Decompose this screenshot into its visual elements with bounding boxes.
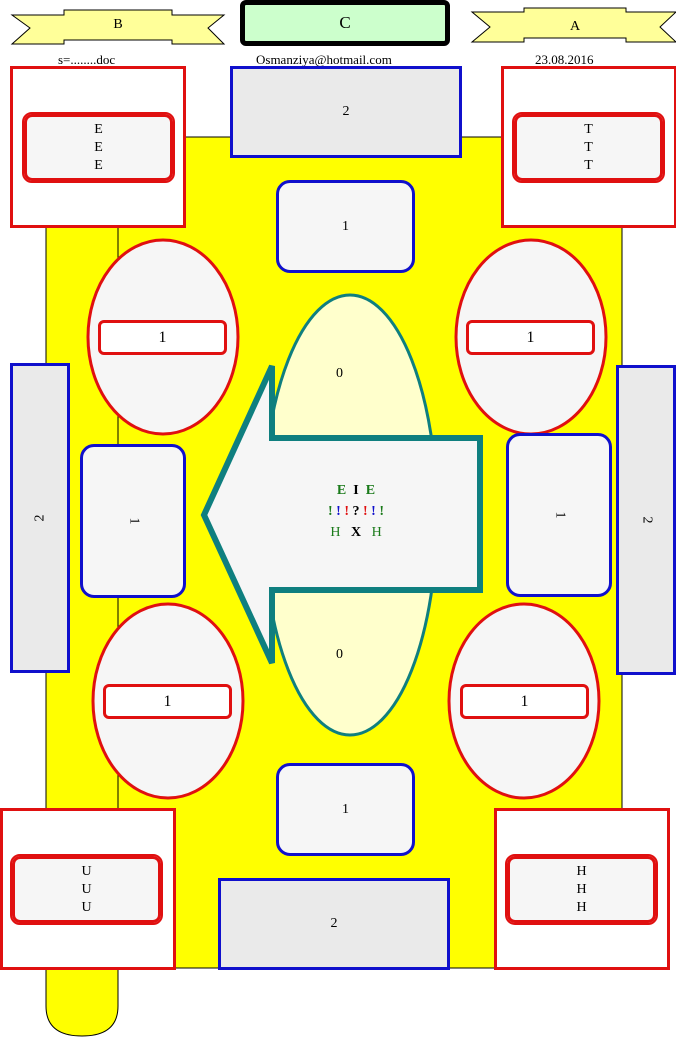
- oval-bottom-right: 1: [460, 684, 589, 719]
- oval-top-left-label: 1: [158, 328, 167, 346]
- seat-right: 1: [506, 433, 612, 597]
- corner-bottom-left-line: U: [81, 881, 92, 897]
- arrow-text: E I E ! ! ! ? ! ! ! H X H: [300, 480, 412, 543]
- corner-top-right-line: T: [584, 139, 593, 155]
- arrow-char: !: [363, 504, 368, 519]
- corner-top-right-line: T: [584, 157, 593, 173]
- arrow-char: !: [336, 504, 341, 519]
- oval-bottom-left: 1: [103, 684, 232, 719]
- arrow-char: !: [344, 504, 349, 519]
- arrow-char: H: [371, 525, 382, 540]
- table-left: 2: [10, 363, 70, 673]
- seat-top: 1: [276, 180, 415, 273]
- arrow-char: !: [379, 504, 385, 519]
- center-title-box: C: [240, 0, 450, 46]
- right-banner-shape: [470, 7, 676, 43]
- arrow-row-2: ! ! ! ? ! ! !: [300, 501, 412, 522]
- corner-top-left-line: E: [94, 121, 103, 137]
- table-bottom: 2: [218, 878, 450, 970]
- arrow-char: !: [371, 504, 376, 519]
- table-left-label: 2: [32, 514, 47, 522]
- arrow-char: H: [330, 525, 341, 540]
- arrow-char: X: [350, 525, 362, 540]
- oval-top-right: 1: [466, 320, 595, 355]
- table-top: 2: [230, 66, 462, 158]
- table-top-label: 2: [342, 104, 350, 119]
- table-bottom-label: 2: [330, 916, 338, 931]
- table-right-label: 2: [639, 516, 654, 524]
- corner-top-left-label: E E E: [22, 112, 175, 183]
- corner-bottom-left-line: U: [81, 899, 92, 915]
- email-text: Osmanziya@hotmail.com: [256, 52, 392, 67]
- corner-bottom-right-label: H H H: [505, 854, 658, 925]
- center-title: C: [339, 13, 351, 32]
- arrow-row-3: H X H: [300, 522, 412, 543]
- date-text: 23.08.2016: [535, 52, 594, 67]
- right-banner: A: [524, 12, 626, 42]
- filename-text: s=........doc: [58, 52, 116, 67]
- seat-bottom-label: 1: [342, 801, 349, 817]
- left-banner-label: B: [113, 17, 123, 32]
- arrow-row-1: E I E: [300, 480, 412, 501]
- oval-top-left: 1: [98, 320, 227, 355]
- corner-bottom-right-line: H: [576, 863, 587, 879]
- arrow-char: E: [336, 483, 347, 498]
- arrow-char: E: [365, 483, 376, 498]
- center-top-value: 0: [336, 366, 343, 381]
- corner-top-left-line: E: [94, 139, 103, 155]
- right-banner-label: A: [569, 19, 581, 34]
- seat-right-label: 1: [552, 511, 567, 519]
- table-right: 2: [616, 365, 676, 675]
- corner-top-right-label: T T T: [512, 112, 665, 183]
- corner-bottom-right-line: H: [576, 881, 587, 897]
- corner-bottom-right-line: H: [576, 899, 587, 915]
- left-banner: B: [64, 10, 172, 40]
- left-arrow-shape: [200, 364, 483, 665]
- oval-bottom-right-label: 1: [520, 692, 529, 710]
- seat-bottom: 1: [276, 763, 415, 856]
- corner-top-right-line: T: [584, 121, 593, 137]
- seat-left: 1: [80, 444, 186, 598]
- arrow-char: ?: [352, 504, 360, 519]
- oval-top-right-label: 1: [526, 328, 535, 346]
- arrow-char: I: [353, 483, 359, 498]
- left-banner-shape: [10, 9, 226, 45]
- arrow-char: !: [327, 504, 333, 519]
- center-bottom-value: 0: [336, 647, 343, 662]
- corner-bottom-left-line: U: [81, 863, 92, 879]
- seat-top-label: 1: [342, 218, 349, 234]
- oval-bottom-left-label: 1: [163, 692, 172, 710]
- corner-bottom-left-label: U U U: [10, 854, 163, 925]
- corner-top-left-line: E: [94, 157, 103, 173]
- seat-left-label: 1: [126, 517, 141, 525]
